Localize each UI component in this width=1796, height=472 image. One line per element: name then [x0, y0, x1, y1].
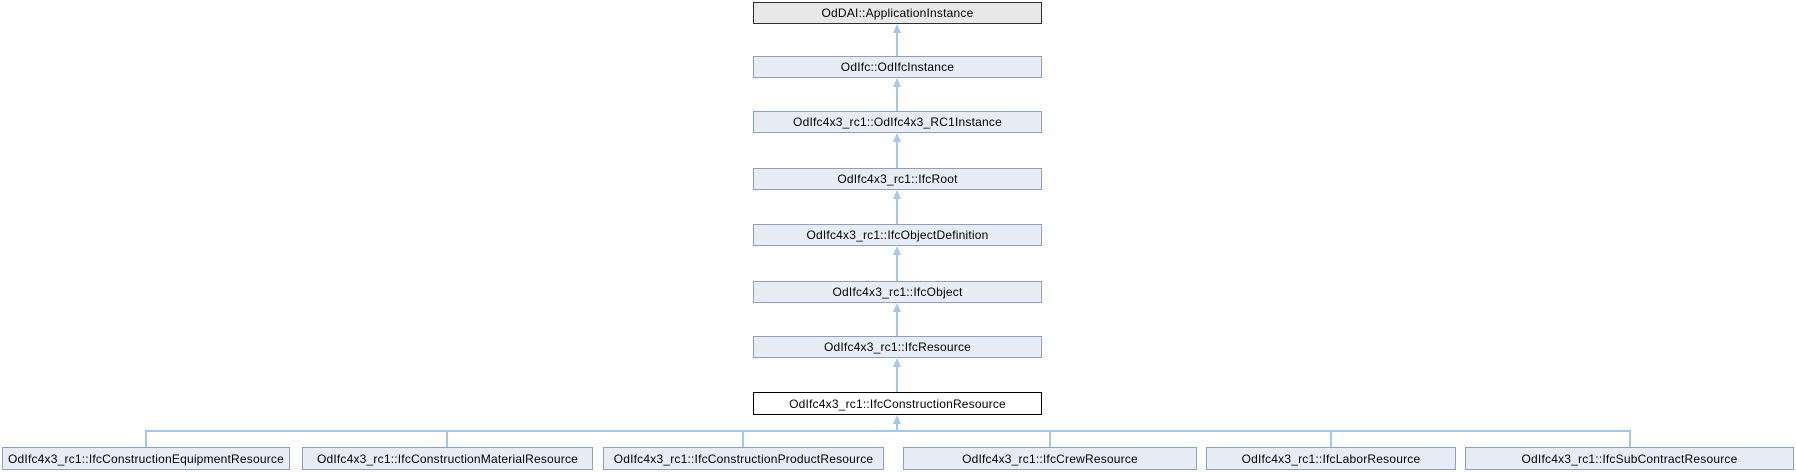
node-ifc-object[interactable]: OdIfc4x3_rc1::IfcObject: [753, 281, 1042, 303]
node-ifc-object-definition[interactable]: OdIfc4x3_rc1::IfcObjectDefinition: [753, 224, 1042, 246]
node-ifc-construction-product-resource[interactable]: OdIfc4x3_rc1::IfcConstructionProductReso…: [603, 447, 884, 470]
derived-stub-line: [1049, 430, 1051, 447]
arrow-up-icon: [893, 133, 901, 142]
node-ifc-labor-resource[interactable]: OdIfc4x3_rc1::IfcLaborResource: [1206, 447, 1456, 470]
node-ifc-crew-resource[interactable]: OdIfc4x3_rc1::IfcCrewResource: [903, 447, 1197, 470]
node-ifc-resource[interactable]: OdIfc4x3_rc1::IfcResource: [753, 336, 1042, 358]
derived-stub-line: [1330, 430, 1332, 447]
inheritance-edge-line: [896, 255, 898, 281]
inheritance-edge-line: [896, 424, 898, 431]
derived-stub-line: [446, 430, 448, 447]
node-ifc-subcontract-resource[interactable]: OdIfc4x3_rc1::IfcSubContractResource: [1465, 447, 1794, 470]
node-ifc-construction-equipment-resource[interactable]: OdIfc4x3_rc1::IfcConstructionEquipmentRe…: [2, 447, 290, 470]
derived-stub-line: [145, 430, 147, 447]
arrow-up-icon: [893, 190, 901, 199]
arrow-up-icon: [893, 415, 901, 424]
arrow-up-icon: [893, 358, 901, 367]
node-ifc-root[interactable]: OdIfc4x3_rc1::IfcRoot: [753, 168, 1042, 190]
arrow-up-icon: [893, 303, 901, 312]
arrow-up-icon: [893, 78, 901, 87]
derived-stub-line: [742, 430, 744, 447]
inheritance-edge-line: [896, 199, 898, 224]
inheritance-edge-line: [896, 367, 898, 392]
inheritance-edge-line: [896, 87, 898, 111]
node-oddai-application-instance: OdDAI::ApplicationInstance: [753, 2, 1042, 24]
arrow-up-icon: [893, 246, 901, 255]
arrow-up-icon: [893, 24, 901, 33]
inheritance-edge-line: [896, 142, 898, 168]
derived-stub-line: [1629, 430, 1631, 447]
inheritance-edge-line: [896, 33, 898, 56]
node-ifc-construction-material-resource[interactable]: OdIfc4x3_rc1::IfcConstructionMaterialRes…: [302, 447, 593, 470]
node-odifc-odifcinstance[interactable]: OdIfc::OdIfcInstance: [753, 56, 1042, 78]
node-odifc4x3-rc1-instance[interactable]: OdIfc4x3_rc1::OdIfc4x3_RC1Instance: [753, 111, 1042, 133]
node-ifc-construction-resource-current: OdIfc4x3_rc1::IfcConstructionResource: [753, 392, 1042, 415]
derived-bus-line: [145, 430, 1631, 432]
inheritance-edge-line: [896, 312, 898, 336]
